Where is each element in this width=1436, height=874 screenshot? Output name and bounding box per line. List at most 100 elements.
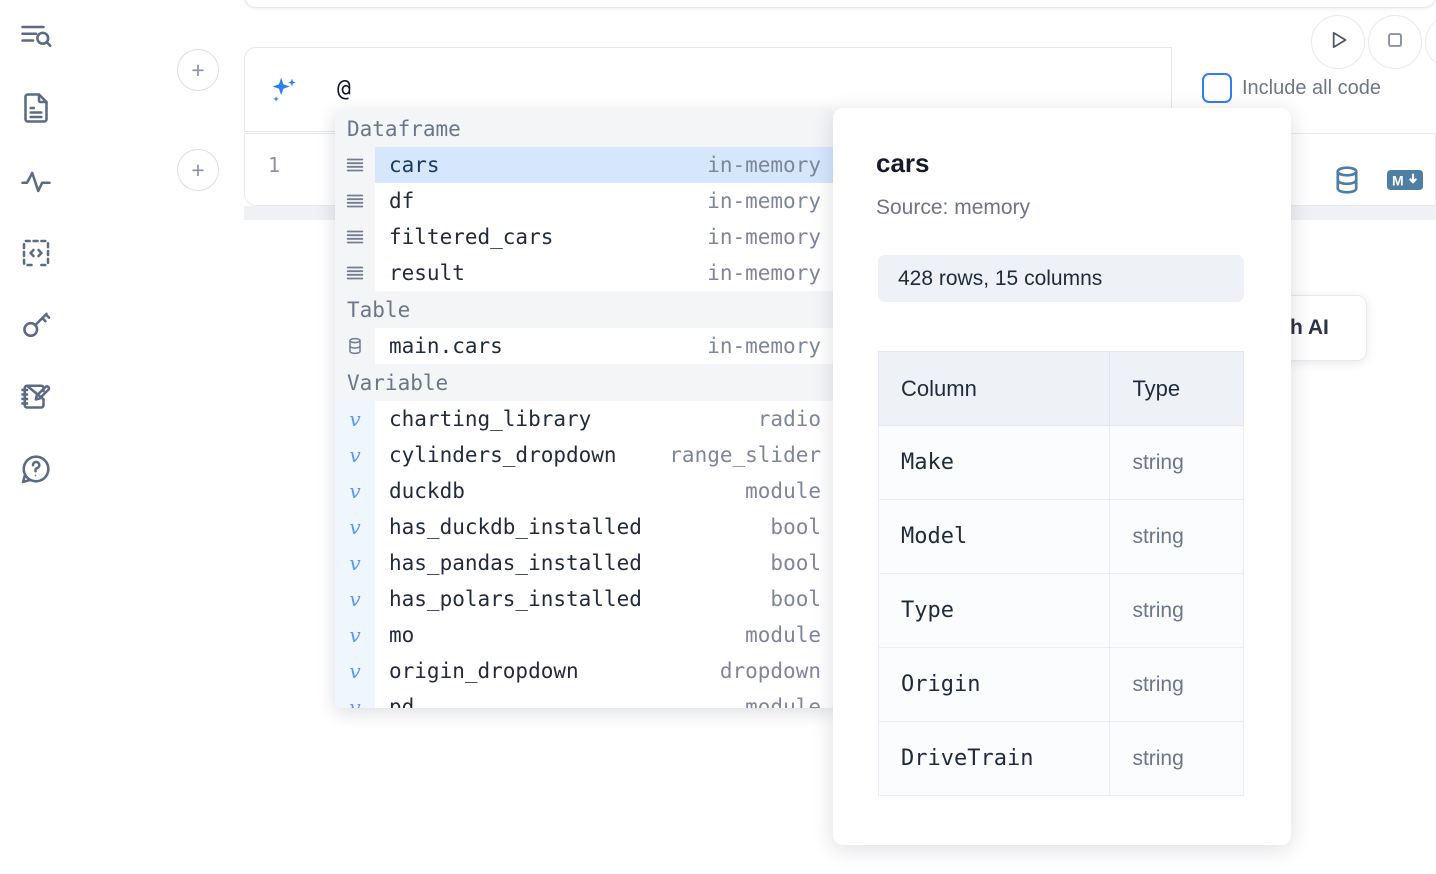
autocomplete-item[interactable]: v has_polars_installed bool (335, 581, 835, 617)
help-chat-icon (18, 451, 54, 487)
include-all-code-checkbox[interactable] (1202, 73, 1232, 103)
variable-icon: v (335, 689, 375, 708)
variable-icon: v (335, 437, 375, 473)
autocomplete-item-name: filtered_cars (389, 225, 554, 249)
cell-column-name: Model (877, 499, 1111, 574)
sidebar-item-activity[interactable] (14, 160, 58, 204)
autocomplete-item-name: charting_library (389, 407, 592, 431)
more-button[interactable] (1425, 15, 1436, 69)
autocomplete-item-kind: module (745, 623, 821, 647)
sparkle-icon (267, 74, 301, 108)
stop-icon (1382, 27, 1408, 58)
include-all-code-row[interactable]: Include all code (1202, 73, 1381, 103)
stop-button[interactable] (1368, 15, 1422, 69)
autocomplete-item-name: origin_dropdown (389, 659, 579, 683)
include-all-code-label: Include all code (1242, 76, 1381, 99)
sidebar-item-notebook[interactable] (14, 86, 58, 130)
line-number: 1 (268, 153, 281, 177)
ai-suggestion-card-label: h AI (1290, 316, 1329, 339)
sidebar-item-secrets[interactable] (14, 303, 58, 347)
autocomplete-item-kind: bool (770, 587, 821, 611)
document-icon (18, 90, 54, 126)
sidebar-item-explore[interactable] (14, 14, 58, 58)
autocomplete-item-kind: range_slider (669, 443, 821, 467)
previous-cell-strip (244, 0, 1436, 8)
autocomplete-item-kind: in-memory (707, 189, 821, 213)
cell-column-name: Type (877, 573, 1111, 648)
code-brackets-icon (18, 235, 54, 271)
autocomplete-item[interactable]: v cylinders_dropdown range_slider (335, 437, 835, 473)
cell-type-icons: M (1330, 163, 1424, 202)
cell-column-type: string (1109, 573, 1244, 648)
activity-icon (18, 164, 54, 200)
markdown-icon[interactable]: M (1386, 167, 1424, 198)
left-icon-rail (0, 0, 72, 874)
autocomplete-item-kind: radio (757, 407, 821, 431)
autocomplete-item-name: has_duckdb_installed (389, 515, 642, 539)
autocomplete-item-name: mo (389, 623, 415, 647)
header-type: Type (1109, 351, 1244, 426)
cell-column-name: Origin (877, 647, 1111, 722)
cell-column-name: Make (877, 425, 1111, 500)
autocomplete-item[interactable]: v origin_dropdown dropdown (335, 653, 835, 689)
autocomplete-item-name: has_polars_installed (389, 587, 642, 611)
cell-column-type: string (1109, 499, 1244, 574)
variable-icon: v (335, 653, 375, 689)
plus-icon: + (191, 156, 205, 183)
dataframe-preview-panel: cars Source: memory 428 rows, 15 columns… (833, 108, 1291, 845)
add-cell-button-top[interactable]: + (177, 49, 219, 91)
ai-suggestion-card[interactable]: h AI (1283, 295, 1367, 361)
autocomplete-item-name: cylinders_dropdown (389, 443, 617, 467)
variable-icon: v (335, 509, 375, 545)
autocomplete-item-kind: in-memory (707, 261, 821, 285)
autocomplete-group-label: Variable (335, 364, 835, 401)
autocomplete-item-name: duckdb (389, 479, 465, 503)
sidebar-item-help[interactable] (14, 447, 58, 491)
plus-icon: + (191, 56, 205, 83)
table-icon (335, 328, 375, 364)
autocomplete-item-name: cars (375, 147, 708, 183)
sidebar-item-scratchpad[interactable] (14, 375, 58, 419)
database-icon[interactable] (1330, 163, 1364, 202)
key-icon (18, 307, 54, 343)
dataframe-icon (335, 219, 375, 255)
autocomplete-item-name: result (389, 261, 465, 285)
sidebar-item-code[interactable] (14, 231, 58, 275)
autocomplete-item-name: pd (389, 695, 415, 708)
run-button[interactable] (1311, 15, 1365, 69)
dataframe-icon (335, 147, 375, 183)
autocomplete-item-kind: module (745, 695, 821, 708)
autocomplete-item-kind: bool (770, 515, 821, 539)
ai-prompt-value: @ (337, 76, 351, 102)
autocomplete-item-name: main.cars (389, 334, 503, 358)
autocomplete-item[interactable]: v pd module (335, 689, 835, 708)
variable-icon: v (335, 581, 375, 617)
autocomplete-item-kind: dropdown (719, 659, 821, 683)
variable-icon: v (335, 617, 375, 653)
add-cell-button-bottom[interactable]: + (177, 149, 219, 191)
autocomplete-item[interactable]: df in-memory (335, 183, 835, 219)
variable-icon: v (335, 401, 375, 437)
dataframe-icon (335, 255, 375, 291)
file-search-icon (18, 18, 54, 54)
autocomplete-group-label: Dataframe (335, 110, 835, 147)
autocomplete-item[interactable]: v has_duckdb_installed bool (335, 509, 835, 545)
autocomplete-item-name: df (389, 189, 415, 213)
autocomplete-item[interactable]: v charting_library radio (335, 401, 835, 437)
autocomplete-item-name: has_pandas_installed (389, 551, 642, 575)
cell-column-type: string (1109, 721, 1244, 796)
autocomplete-item[interactable]: result in-memory (335, 255, 835, 291)
preview-title: cars (876, 148, 930, 178)
cell-column-type: string (1109, 647, 1244, 722)
autocomplete-item-kind: module (745, 479, 821, 503)
